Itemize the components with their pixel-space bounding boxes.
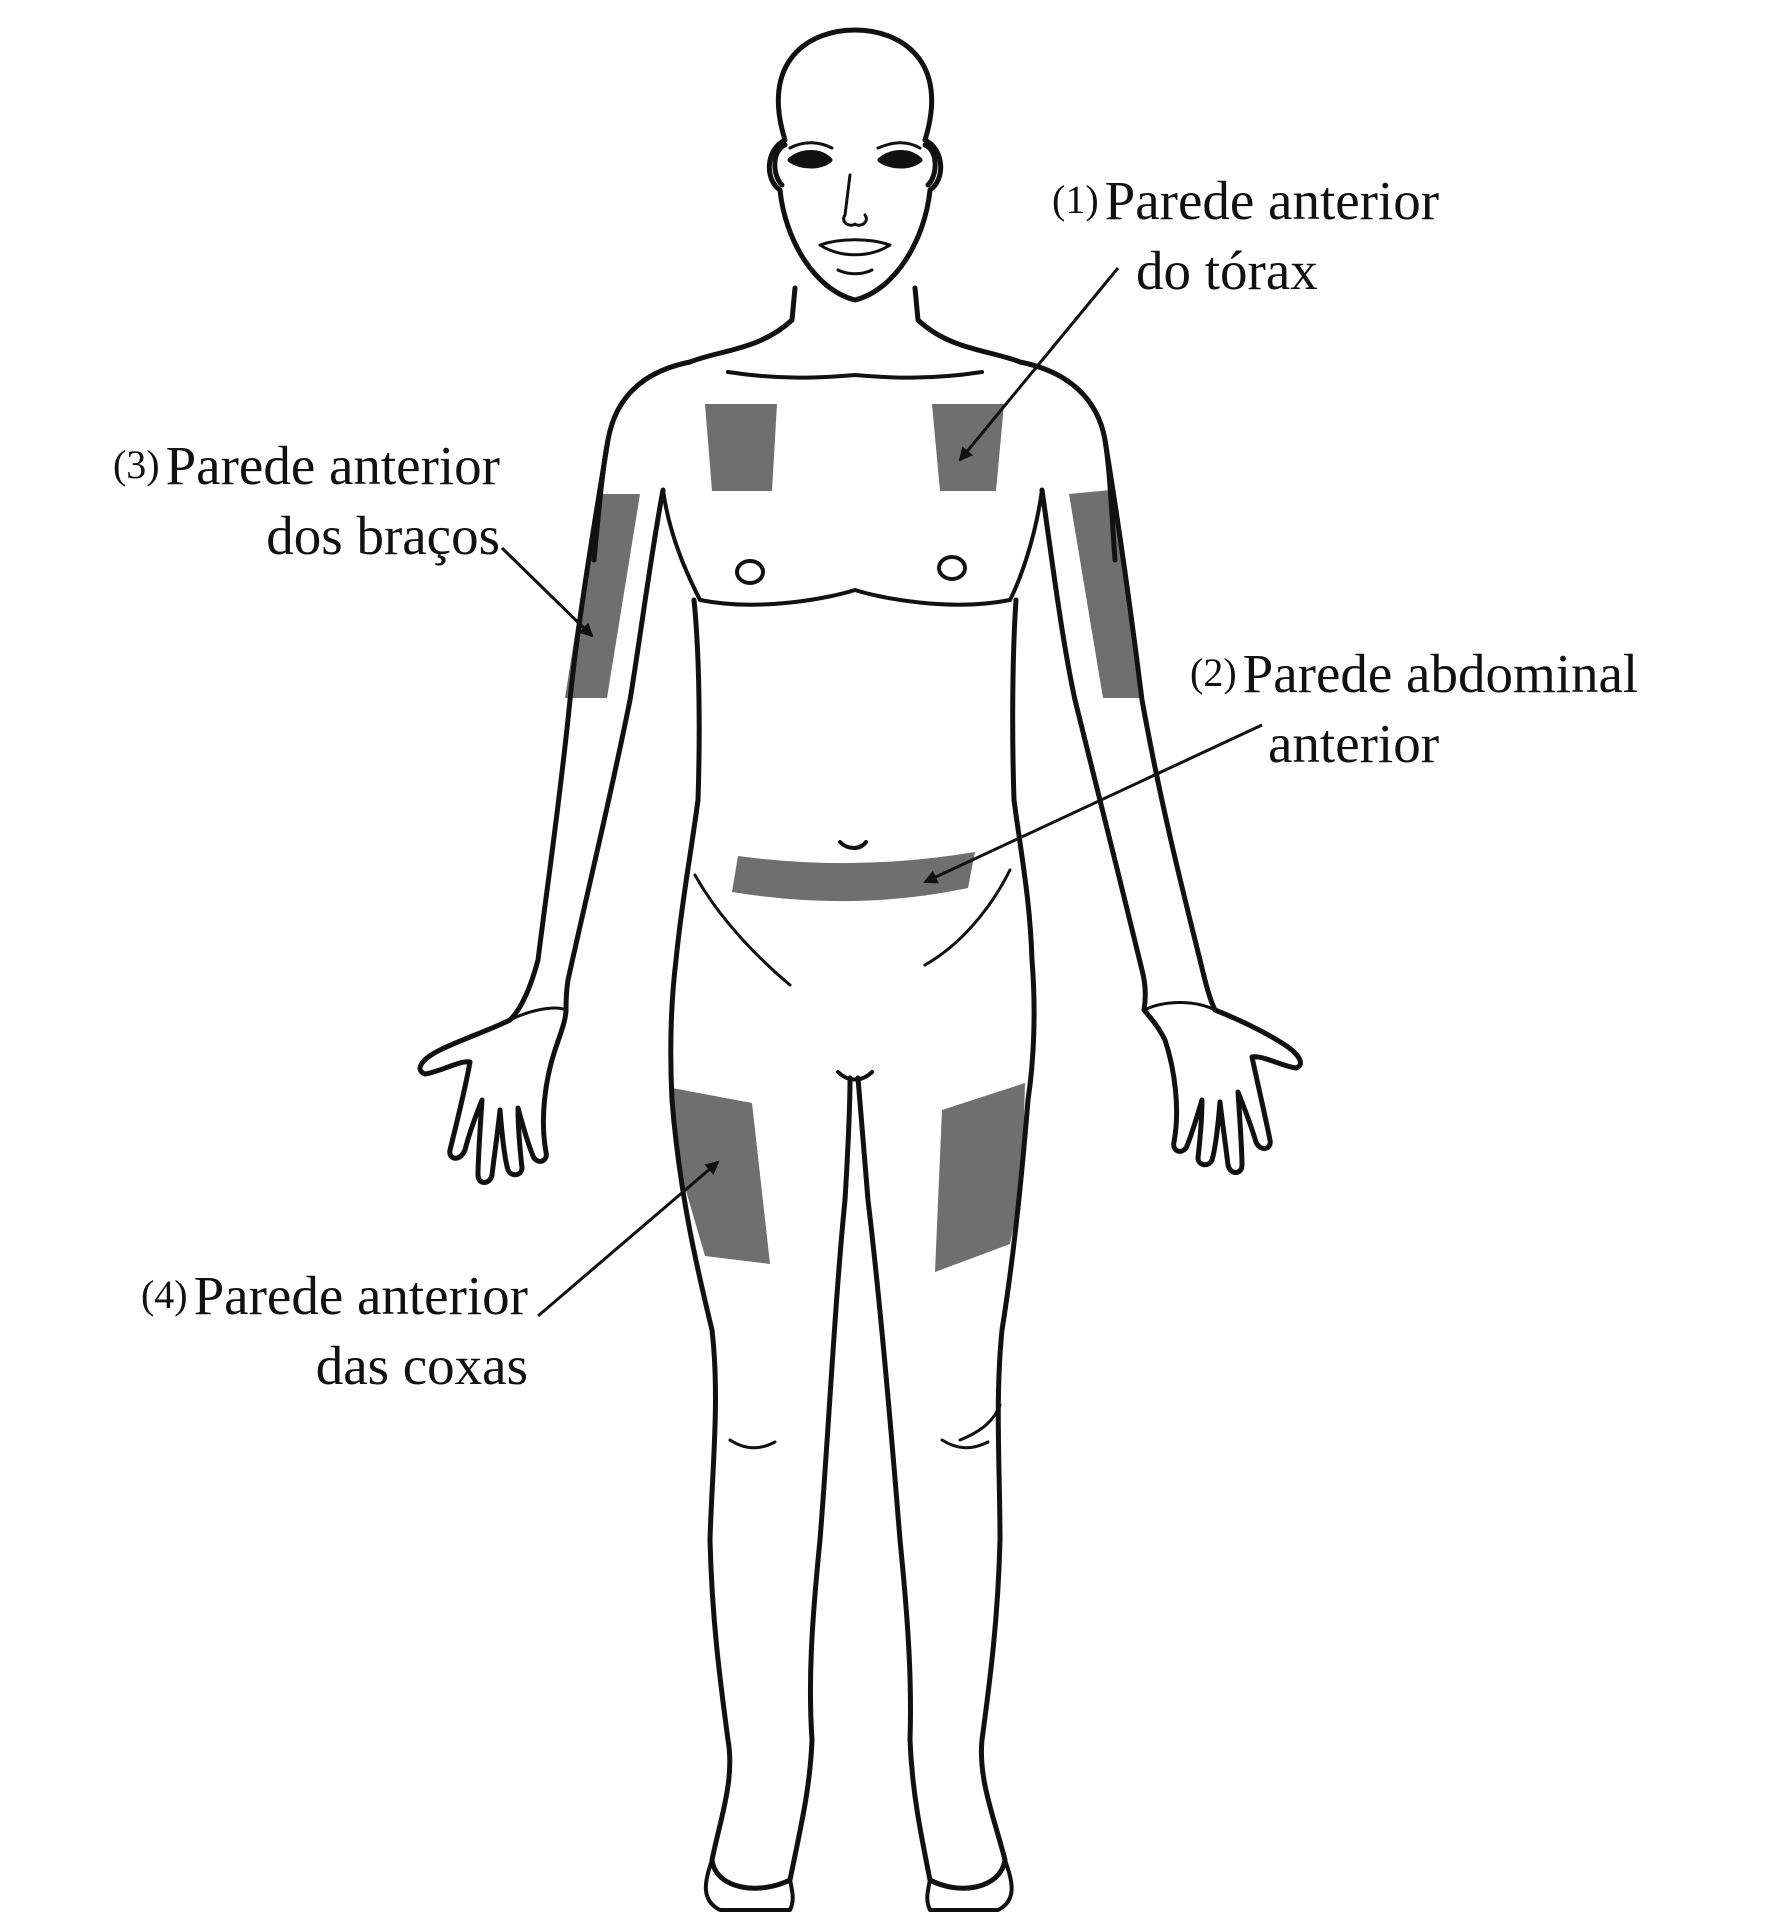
label-abdomen-line2: anterior bbox=[1190, 709, 1638, 779]
arm-right-side bbox=[510, 440, 663, 1020]
label-chest: (1)Parede anterior do tórax bbox=[1052, 165, 1439, 306]
nipple-left bbox=[737, 561, 763, 583]
zone-chest-right bbox=[932, 404, 1004, 491]
label-thighs-line2: das coxas bbox=[60, 1331, 528, 1401]
label-arms-line2: dos braços bbox=[30, 501, 500, 571]
label-thighs-number: (4) bbox=[141, 1272, 188, 1317]
nipple-right bbox=[939, 557, 965, 579]
label-abdomen: (2)Parede abdominal anterior bbox=[1190, 638, 1638, 779]
zone-thigh-right-side bbox=[672, 1088, 770, 1264]
label-chest-line2: do tórax bbox=[1052, 236, 1439, 306]
label-abdomen-number: (2) bbox=[1190, 650, 1237, 695]
label-chest-line1: Parede anterior bbox=[1105, 170, 1439, 231]
label-chest-number: (1) bbox=[1052, 177, 1099, 222]
body-outline bbox=[420, 30, 1300, 1910]
injection-zones bbox=[565, 404, 1143, 1272]
hand-left-side bbox=[1144, 1010, 1300, 1173]
hand-right-side bbox=[420, 1010, 566, 1183]
label-arms: (3)Parede anterior dos braços bbox=[30, 430, 500, 571]
label-arms-number: (3) bbox=[113, 442, 160, 487]
eye-left bbox=[790, 153, 830, 167]
label-abdomen-line1: Parede abdominal bbox=[1243, 643, 1639, 704]
label-thighs: (4)Parede anterior das coxas bbox=[60, 1260, 528, 1401]
zone-arm-left-side bbox=[1069, 490, 1143, 698]
eye-right bbox=[880, 153, 920, 167]
zone-chest-left bbox=[705, 404, 777, 491]
leader-lines bbox=[502, 268, 1262, 1316]
zone-arm-right-side bbox=[565, 494, 640, 698]
arrow-arm bbox=[502, 548, 592, 636]
label-arms-line1: Parede anterior bbox=[166, 435, 500, 496]
label-thighs-line1: Parede anterior bbox=[194, 1265, 528, 1326]
